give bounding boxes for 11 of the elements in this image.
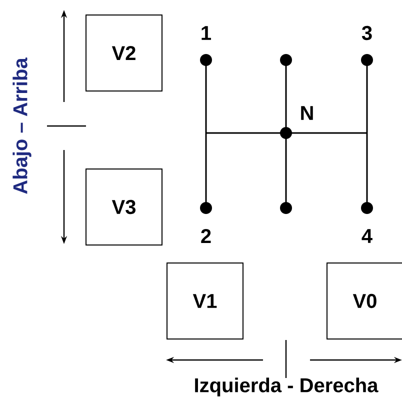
position-label: 1 [202,26,211,40]
position-label: 4 [362,229,372,243]
position-label: 3 [362,26,372,40]
position-label: 2 [201,229,211,243]
gear-box: V3 [86,168,162,246]
position-label: N [301,106,313,120]
gear-box: V1 [166,262,244,340]
gear-box: V0 [326,262,402,340]
axis-label: Abajo – Arriba [12,58,32,194]
gear-box: V2 [86,14,162,92]
axis-label: Izquierda - Derecha [195,378,378,396]
